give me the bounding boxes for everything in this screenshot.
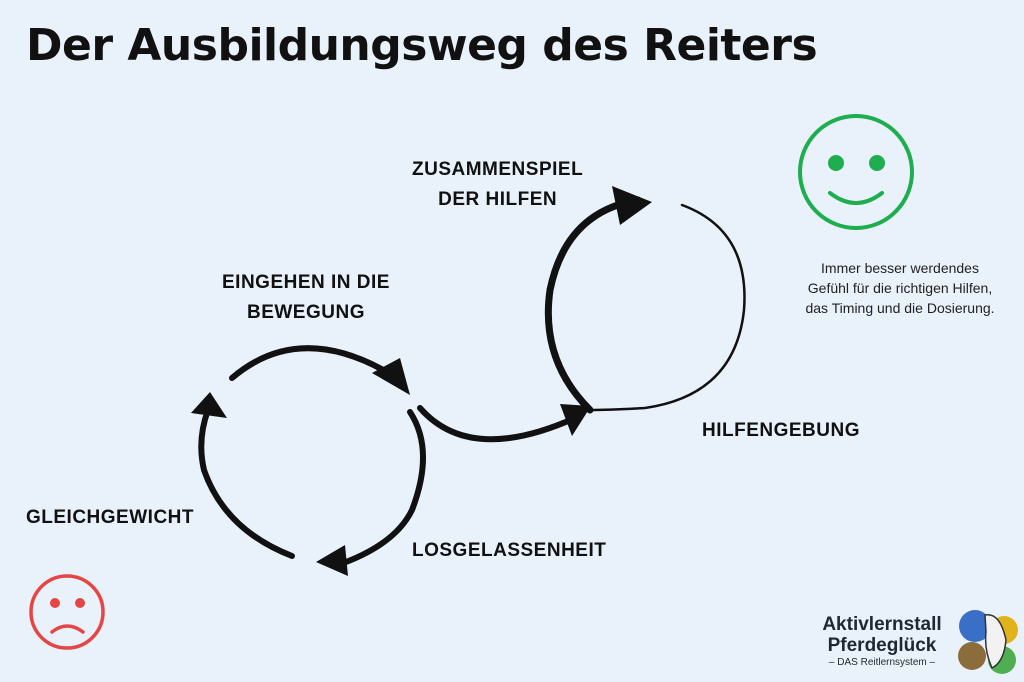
- sad-face-icon: [29, 574, 105, 650]
- note-text: Immer besser werdendes Gefühl für die ri…: [805, 260, 995, 316]
- arrowhead-bottom: [316, 545, 348, 576]
- clover-logo-icon: [958, 610, 1018, 674]
- arrowhead-spiral: [612, 186, 652, 225]
- logo-line-2: Pferdeglück: [827, 635, 937, 656]
- label-hilfengebung: HILFENGEBUNG: [702, 420, 860, 441]
- logo-tagline: – DAS Reitlernsystem –: [828, 657, 936, 668]
- logo-line-1: Aktivlernstall: [822, 614, 942, 635]
- page-title: Der Ausbildungsweg des Reiters: [26, 20, 818, 71]
- arrowhead-connector: [560, 404, 591, 436]
- label-eingehen-in-die-bewegung: EINGEHEN IN DIE BEWEGUNG: [222, 272, 390, 323]
- cycle-arrow-left: [198, 407, 295, 559]
- spiral-arc: [544, 196, 642, 414]
- connector-arrow: [417, 405, 578, 443]
- arrowhead-left: [191, 392, 227, 418]
- label-zusammenspiel-der-hilfen: ZUSAMMENSPIEL DER HILFEN: [412, 159, 584, 210]
- cycle-arrow-right: [335, 409, 426, 568]
- spiral-thin-arc: [588, 203, 746, 412]
- label-losgelassenheit: LOSGELASSENHEIT: [412, 540, 607, 561]
- happy-face-icon: [798, 114, 914, 230]
- brand-logo: Aktivlernstall Pferdeglück – DAS Reitler…: [808, 614, 956, 670]
- cycle-arrow-top: [229, 345, 395, 381]
- arrowhead-top: [372, 358, 410, 395]
- label-gleichgewicht: GLEICHGEWICHT: [26, 507, 194, 528]
